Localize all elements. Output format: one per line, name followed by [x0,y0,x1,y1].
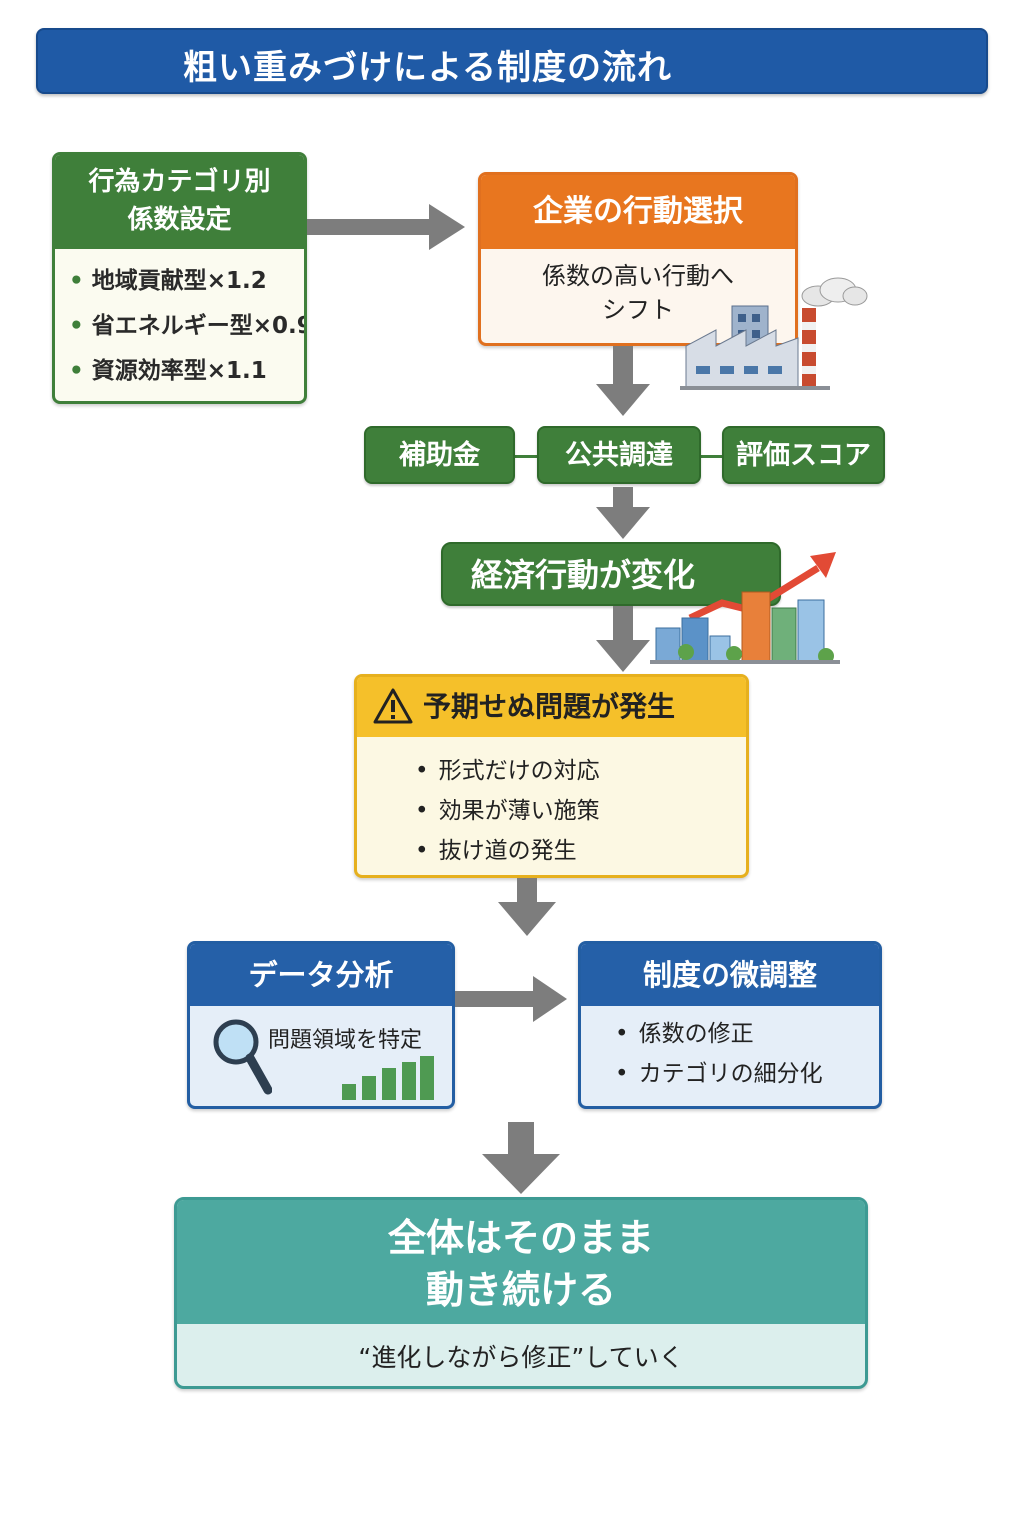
problem-item: 効果が薄い施策 [415,793,600,833]
final-subtext: “進化しながら修正”していく [358,1343,684,1372]
company-body-line2: シフト [602,296,674,324]
final-outcome-box: 全体はそのまま 動き続ける “進化しながら修正”していく [174,1197,868,1389]
lever-subsidy: 補助金 [364,426,515,484]
adjust-list: 係数の修正 カテゴリの細分化 [615,1016,823,1096]
arrow-down-icon [498,878,556,936]
arrow-right-icon [307,204,465,250]
adjust-item: 係数の修正 [615,1016,823,1056]
arrow-right-icon [455,976,567,1022]
category-coefficient-box: 行為カテゴリ別 係数設定 地域貢献型×1.2 省エネルギー型×0.9 資源効率型… [52,152,307,404]
category-heading-line1: 行為カテゴリ別 [88,167,271,197]
category-list: 地域貢献型×1.2 省エネルギー型×0.9 資源効率型×1.1 [69,261,304,396]
lever-public-procurement: 公共調達 [537,426,701,484]
lever-evaluation-score: 評価スコア [722,426,885,484]
adjust-heading: 制度の微調整 [581,944,879,1006]
problem-item: 抜け道の発生 [415,833,600,873]
adjust-item: カテゴリの細分化 [615,1056,823,1096]
economic-change-label: 経済行動が変化 [441,542,781,606]
fine-tuning-box: 制度の微調整 係数の修正 カテゴリの細分化 [578,941,882,1109]
problem-list: 形式だけの対応 効果が薄い施策 抜け道の発生 [415,753,600,873]
magnifier-icon [213,1019,272,1095]
company-heading: 企業の行動選択 [481,175,795,249]
arrow-down-icon [596,346,650,416]
category-heading: 行為カテゴリ別 係数設定 [55,155,304,249]
factory-icon [680,277,868,390]
bar-chart-icon [342,1056,434,1100]
arrow-down-icon [482,1122,560,1194]
problem-box: 予期せぬ問題が発生 形式だけの対応 効果が薄い施策 抜け道の発生 [354,674,749,878]
final-heading-line2: 動き続ける [425,1268,616,1312]
company-body: 係数の高い行動へ シフト [481,259,795,327]
city-growth-icon [650,552,840,664]
connector-line [515,455,539,458]
problem-item: 形式だけの対応 [415,753,600,793]
title-banner: 粗い重みづけによる制度の流れ [36,28,988,94]
warning-icon [373,688,413,724]
analysis-heading: データ分析 [190,944,452,1006]
category-heading-line2: 係数設定 [127,205,232,235]
final-heading-line1: 全体はそのまま [387,1216,654,1260]
arrow-down-icon [596,487,650,539]
category-item: 省エネルギー型×0.9 [69,306,304,351]
category-item: 地域貢献型×1.2 [69,261,304,306]
connector-line [700,455,724,458]
analysis-body: 問題領域を特定 [268,1028,423,1053]
data-analysis-box: データ分析 問題領域を特定 [187,941,455,1109]
problem-heading: 予期せぬ問題が発生 [357,677,746,737]
category-item: 資源効率型×1.1 [69,351,304,396]
page-title: 粗い重みづけによる制度の流れ [183,48,672,88]
final-heading: 全体はそのまま 動き続ける [177,1200,865,1324]
company-body-line1: 係数の高い行動へ [542,262,734,290]
arrow-down-icon [596,606,650,672]
company-action-box: 企業の行動選択 係数の高い行動へ シフト [478,172,798,346]
